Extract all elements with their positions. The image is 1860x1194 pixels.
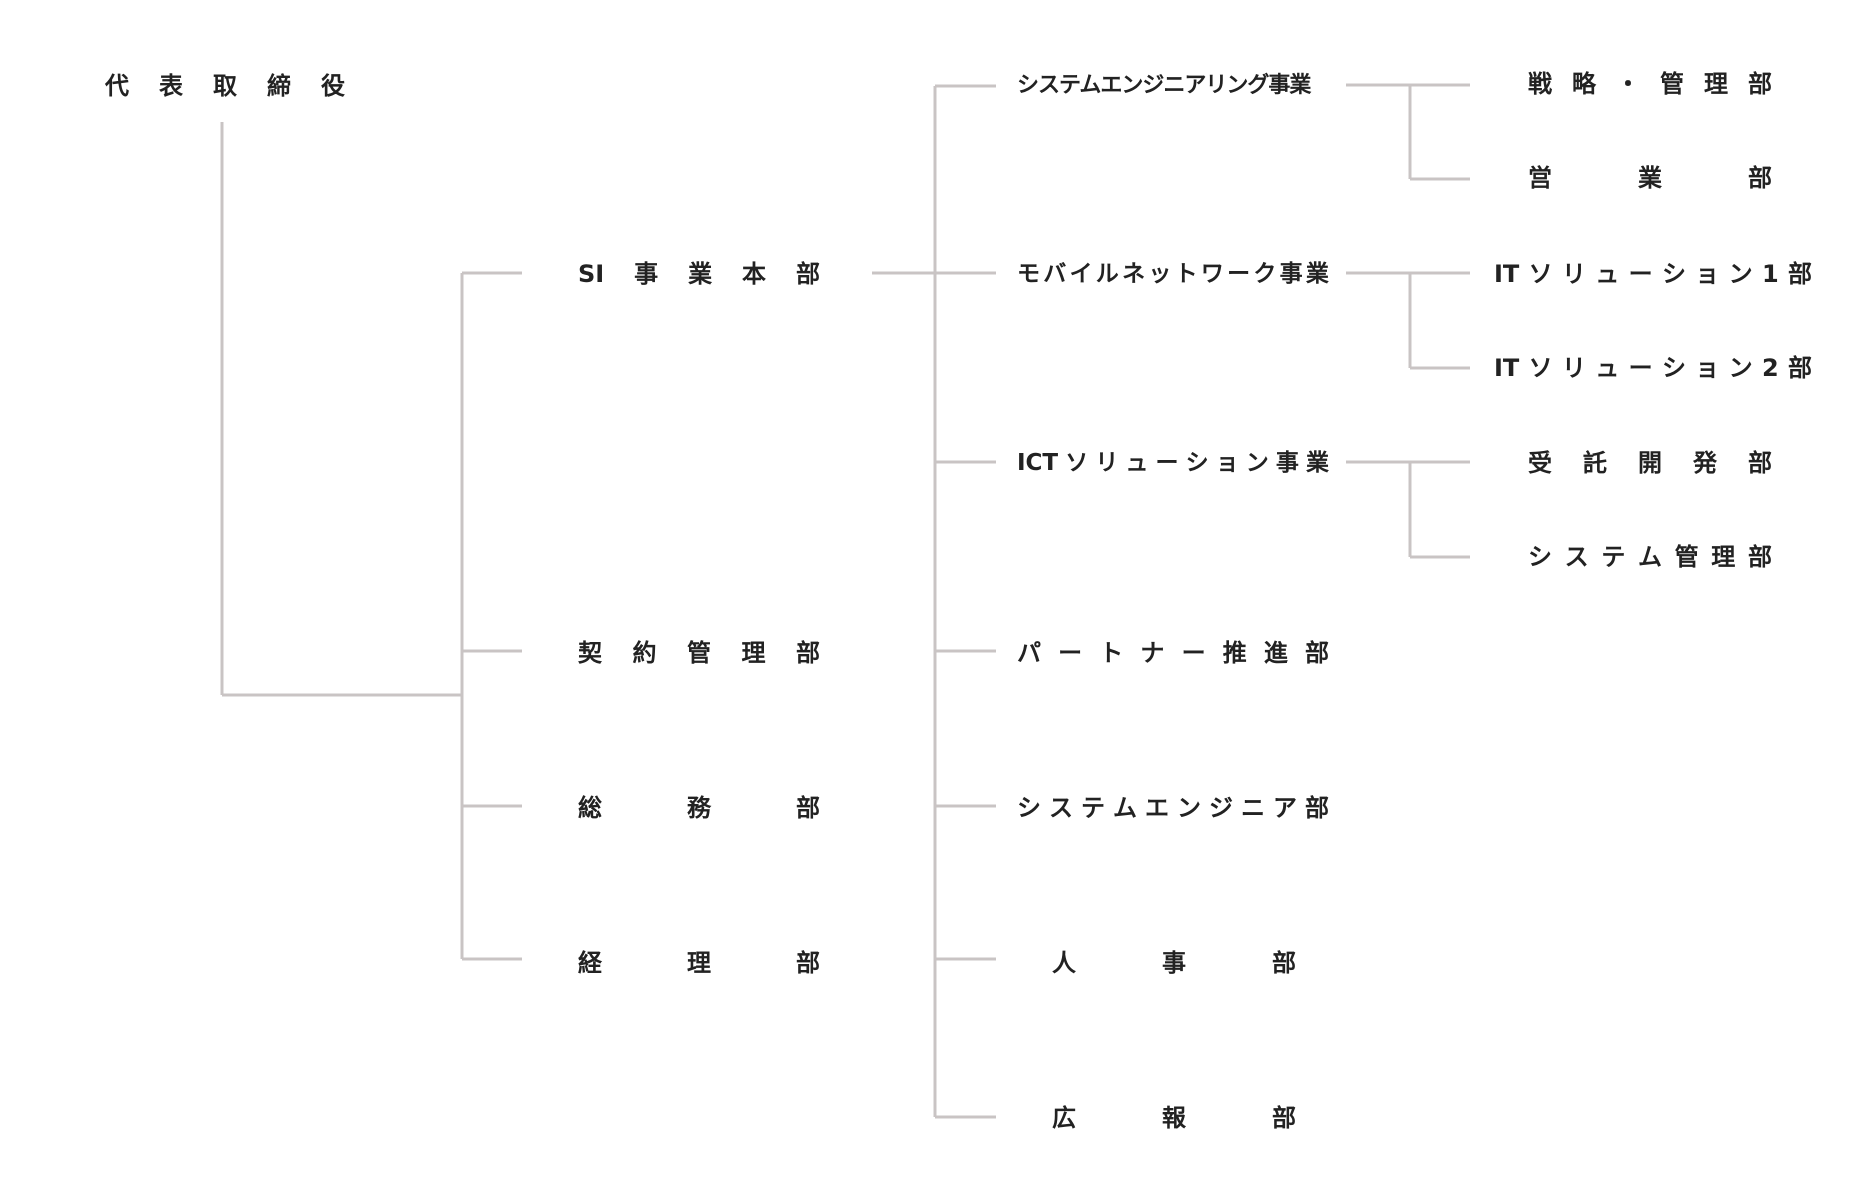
- node-sys-engineer-dept: システムエンジニア部: [1017, 794, 1329, 822]
- node-contract-dev: 受託開発部: [1528, 449, 1772, 477]
- node-hr: 人事部: [1052, 949, 1296, 977]
- node-sales: 営業部: [1528, 164, 1772, 192]
- node-mobile-network-business: モバイルネットワーク事業: [1017, 261, 1329, 287]
- node-ceo: 代表取締役: [105, 72, 345, 100]
- node-accounting: 経理部: [578, 949, 820, 977]
- node-sys-eng-business: システムエンジニアリング事業: [1017, 73, 1311, 98]
- node-contract-mgmt: 契約管理部: [578, 639, 820, 667]
- node-pr: 広報部: [1052, 1104, 1296, 1132]
- node-system-mgmt: システム管理部: [1528, 543, 1772, 571]
- node-partner-promotion: パートナー推進部: [1017, 639, 1329, 667]
- node-general-affairs: 総務部: [578, 794, 820, 822]
- node-strategy-mgmt: 戦略・管理部: [1528, 70, 1772, 98]
